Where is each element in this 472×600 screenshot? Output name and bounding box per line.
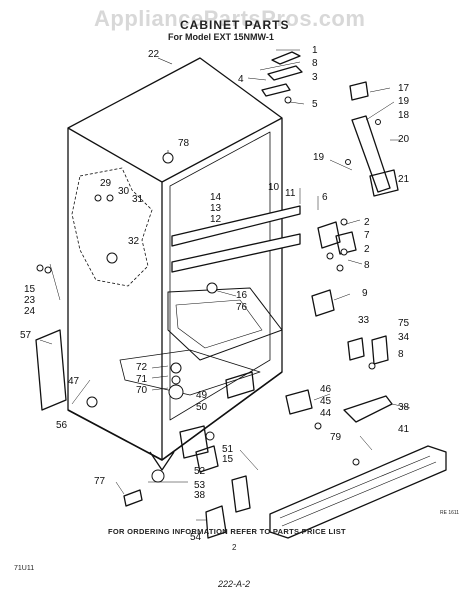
callout-label: 20 (398, 134, 410, 145)
ordering-note: FOR ORDERING INFORMATION REFER TO PARTS … (108, 527, 346, 536)
callout-label: 53 (194, 480, 206, 491)
reference-code: 222-A-2 (218, 579, 251, 589)
callout-label: 29 (100, 178, 112, 189)
callout-label: 77 (94, 476, 106, 487)
callout-label: 44 (320, 408, 332, 419)
callout-label: 19 (398, 96, 410, 107)
callout-label: 41 (398, 424, 410, 435)
callout-label: 49 (196, 390, 208, 401)
callout-label: 24 (24, 306, 36, 317)
callout-label: 4 (238, 74, 244, 85)
callout-label: 15 (222, 454, 234, 465)
callout-label: 31 (132, 194, 144, 205)
callout-label: 2 (364, 244, 370, 255)
callout-label: 71 (136, 374, 148, 385)
callout-label: 50 (196, 402, 208, 413)
callout-label: 9 (362, 288, 368, 299)
callout-label: 34 (398, 332, 410, 343)
callout-label: 8 (312, 58, 318, 69)
figure-code: RE 1611 (440, 510, 460, 516)
callout-label: 17 (398, 83, 410, 94)
callout-label: 13 (210, 203, 222, 214)
callout-label: 21 (398, 174, 410, 185)
callout-label: 7 (364, 230, 370, 241)
callout-label: 8 (398, 349, 404, 360)
page-number: 2 (232, 543, 237, 552)
plug-part (162, 152, 174, 164)
callout-label: 52 (194, 466, 206, 477)
callout-label: 70 (136, 385, 148, 396)
callout-label: 19 (313, 152, 325, 163)
callout-label: 38 (194, 490, 206, 501)
callout-label: 16 (236, 290, 248, 301)
callout-label: 12 (210, 214, 222, 225)
callout-label: 3 (312, 72, 318, 83)
callout-label: 18 (398, 110, 410, 121)
callout-label: 46 (320, 384, 332, 395)
callout-label: 32 (128, 236, 140, 247)
callout-label: 78 (178, 138, 190, 149)
callout-label: 5 (312, 99, 318, 110)
callout-label: 79 (330, 432, 342, 443)
callout-label: 30 (118, 186, 130, 197)
callout-label: 1 (312, 45, 318, 56)
callout-label: 23 (24, 295, 36, 306)
document-code: 71U11 (14, 565, 35, 572)
callout-label: 56 (56, 420, 68, 431)
callout-label: 6 (322, 192, 328, 203)
callout-label: 76 (236, 302, 248, 313)
callout-label: 10 (268, 182, 280, 193)
callout-label: 22 (148, 49, 160, 60)
callout-label: 51 (222, 444, 234, 455)
callout-label: 33 (358, 315, 370, 326)
callout-label: 47 (68, 376, 80, 387)
callout-label: 15 (24, 284, 36, 295)
diagram-subtitle: For Model EXT 15NMW-1 (168, 32, 274, 42)
callout-label: 45 (320, 396, 332, 407)
callout-label: 75 (398, 318, 410, 329)
watermark: AppliancePartsPros.com (94, 6, 366, 31)
callout-label: 11 (285, 188, 296, 199)
callout-label: 2 (364, 217, 370, 228)
callout-label: 72 (136, 362, 148, 373)
callout-label: 14 (210, 192, 222, 203)
callout-label: 8 (364, 260, 370, 271)
callout-label: 54 (190, 532, 202, 543)
callout-label: 57 (20, 330, 32, 341)
diagram-title: CABINET PARTS (180, 18, 290, 32)
callout-label: 38 (398, 402, 410, 413)
